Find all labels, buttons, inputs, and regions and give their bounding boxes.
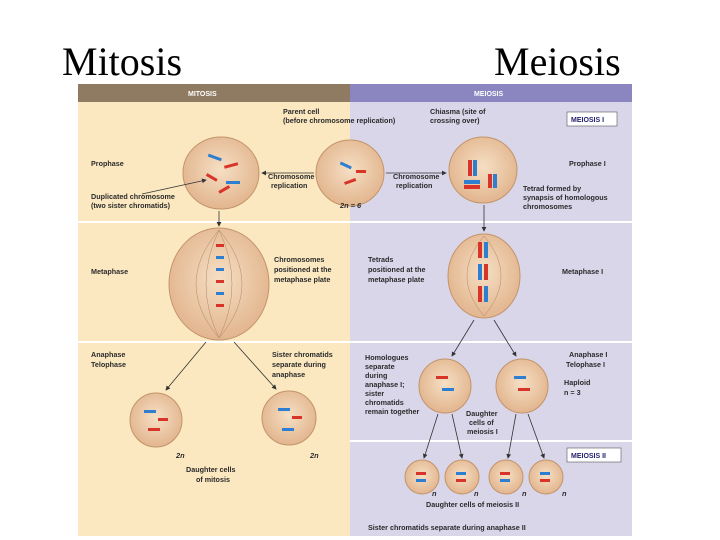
mitosis-header-bar xyxy=(78,84,350,102)
cell-mitosis-metaphase xyxy=(168,227,270,341)
n-label: n xyxy=(432,489,437,498)
slide-title-mitosis: Mitosis xyxy=(62,39,183,84)
cell-meiosis-1-daughter-left xyxy=(418,358,472,414)
meiosis-header-bar xyxy=(350,84,632,102)
chromosomes xyxy=(144,153,550,482)
cell-meiosis-2-daughter xyxy=(444,459,480,495)
process-arrows xyxy=(141,170,545,459)
cell-meiosis-2-daughter xyxy=(528,459,564,495)
cell-mitosis-daughter-right xyxy=(261,390,317,446)
spindle-fibers xyxy=(195,229,502,339)
slide-title-meiosis: Meiosis xyxy=(494,39,621,84)
cell-meiosis-prophase-1 xyxy=(448,136,518,204)
two-n-left-label: 2n xyxy=(175,451,185,460)
cell-meiosis-2-daughter xyxy=(404,459,440,495)
metaphase-label: Metaphase xyxy=(91,267,128,276)
mitosis-meiosis-figure: MITOSIS MEIOSIS MEIOSIS I MEIOSIS II xyxy=(78,84,632,536)
n-label: n xyxy=(562,489,567,498)
cell-parent xyxy=(315,139,385,207)
prophase-1-label: Prophase I xyxy=(569,159,606,168)
sister-chromatids-anaphase-2-label: Sister chromatids separate during anapha… xyxy=(368,523,526,532)
duplicated-chromosome-label: Duplicated chromosome(two sister chromat… xyxy=(91,192,175,210)
n-label: n xyxy=(522,489,527,498)
n-label: n xyxy=(474,489,479,498)
cell-meiosis-2-daughter xyxy=(488,459,524,495)
daughter-meiosis-2-label: Daughter cells of meiosis II xyxy=(426,500,519,509)
meiosis-header: MEIOSIS xyxy=(474,91,504,98)
two-n-6-label: 2n = 6 xyxy=(339,201,362,210)
cell-mitosis-prophase xyxy=(182,136,260,210)
meiosis-2-label: MEIOSIS II xyxy=(571,453,606,460)
meiosis-2-box xyxy=(566,447,622,463)
cell-meiosis-1-daughter-right xyxy=(495,358,549,414)
meiosis-1-label: MEIOSIS I xyxy=(571,117,604,124)
parent-cell-label: Parent cell(before chromosome replicatio… xyxy=(283,107,396,125)
mitosis-header: MITOSIS xyxy=(188,91,217,98)
prophase-label: Prophase xyxy=(91,159,124,168)
two-n-right-label: 2n xyxy=(309,451,319,460)
cell-mitosis-daughter-left xyxy=(129,392,183,448)
meiosis-1-box xyxy=(566,111,618,127)
metaphase-1-label: Metaphase I xyxy=(562,267,603,276)
